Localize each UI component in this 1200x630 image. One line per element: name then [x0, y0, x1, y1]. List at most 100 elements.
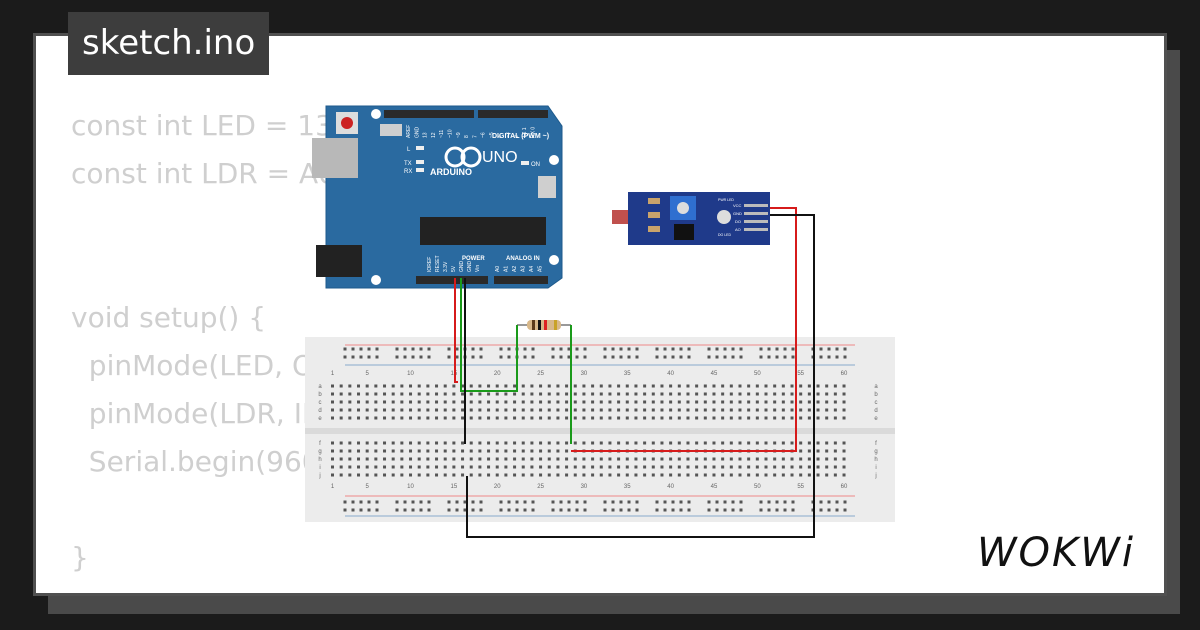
row-letter: j	[318, 473, 320, 479]
rail-hole	[715, 347, 719, 351]
hole	[547, 473, 551, 477]
hole	[738, 473, 742, 477]
hole	[391, 392, 395, 396]
band-2	[538, 320, 541, 330]
band-3	[544, 320, 547, 330]
hole	[461, 392, 465, 396]
digital-header-label: DIGITAL (PWM ~)	[492, 133, 549, 140]
column-number: 25	[537, 484, 544, 490]
hole	[833, 441, 837, 445]
column-number: 10	[407, 484, 414, 490]
rail-hole	[375, 508, 379, 512]
hole	[573, 416, 577, 420]
hole	[374, 449, 378, 453]
hole	[634, 416, 638, 420]
rail-hole	[411, 500, 415, 504]
hole	[452, 449, 456, 453]
hole	[556, 400, 560, 404]
hole	[625, 408, 629, 412]
hole	[669, 416, 673, 420]
hole	[712, 457, 716, 461]
rail-hole	[419, 508, 423, 512]
hole	[452, 416, 456, 420]
rail-hole	[619, 500, 623, 504]
hole	[608, 473, 612, 477]
pin-label: A0	[495, 266, 501, 272]
hole	[781, 384, 785, 388]
hole	[573, 384, 577, 388]
rail-hole	[723, 508, 727, 512]
atmega-chip	[420, 217, 546, 245]
hole	[417, 465, 421, 469]
rail-hole	[775, 508, 779, 512]
hole	[833, 449, 837, 453]
hole	[842, 441, 846, 445]
hole	[556, 449, 560, 453]
rail-hole	[687, 508, 691, 512]
hole	[764, 416, 768, 420]
hole	[443, 441, 447, 445]
hole	[799, 465, 803, 469]
hole	[695, 473, 699, 477]
hole	[556, 473, 560, 477]
pin-label: A1	[504, 266, 510, 272]
power-header	[416, 276, 488, 284]
hole	[565, 384, 569, 388]
hole	[331, 400, 334, 404]
hole	[339, 441, 343, 445]
hole	[703, 441, 707, 445]
hole	[833, 400, 837, 404]
hole	[677, 465, 681, 469]
hole	[825, 449, 829, 453]
hole	[374, 465, 378, 469]
hole	[816, 473, 820, 477]
column-number: 35	[624, 484, 631, 490]
hole	[504, 449, 508, 453]
hole	[816, 400, 820, 404]
column-number: 20	[494, 371, 501, 377]
hole	[530, 465, 534, 469]
rail-hole	[603, 500, 607, 504]
rail-hole	[455, 355, 459, 359]
hole	[495, 457, 499, 461]
rail-hole	[715, 355, 719, 359]
hole	[842, 408, 846, 412]
rail-hole	[679, 347, 683, 351]
hole	[495, 400, 499, 404]
hole	[686, 400, 690, 404]
rail-hole	[427, 508, 431, 512]
hole	[825, 473, 829, 477]
rail-hole	[583, 508, 587, 512]
hole	[599, 457, 603, 461]
hole	[660, 400, 664, 404]
hole	[461, 416, 465, 420]
hole	[461, 473, 465, 477]
hole	[807, 465, 811, 469]
hole	[825, 416, 829, 420]
wire-5v-red	[454, 278, 458, 383]
hole	[443, 473, 447, 477]
hole	[833, 457, 837, 461]
rail-hole	[611, 347, 615, 351]
row-letter: e	[318, 416, 322, 422]
rail-hole	[455, 500, 459, 504]
hole	[712, 473, 716, 477]
hole	[452, 400, 456, 404]
hole	[461, 457, 465, 461]
hole	[625, 400, 629, 404]
hole	[599, 392, 603, 396]
code-line: const int LED = 13;	[71, 109, 343, 142]
hole	[504, 408, 508, 412]
pin-label: A5	[538, 266, 544, 272]
hole	[487, 408, 491, 412]
hole	[556, 384, 560, 388]
file-title-tab[interactable]: sketch.ino	[68, 12, 270, 75]
hole	[634, 392, 638, 396]
hole	[677, 408, 681, 412]
hole	[816, 449, 820, 453]
hole	[695, 465, 699, 469]
hole	[634, 408, 638, 412]
hole	[487, 392, 491, 396]
